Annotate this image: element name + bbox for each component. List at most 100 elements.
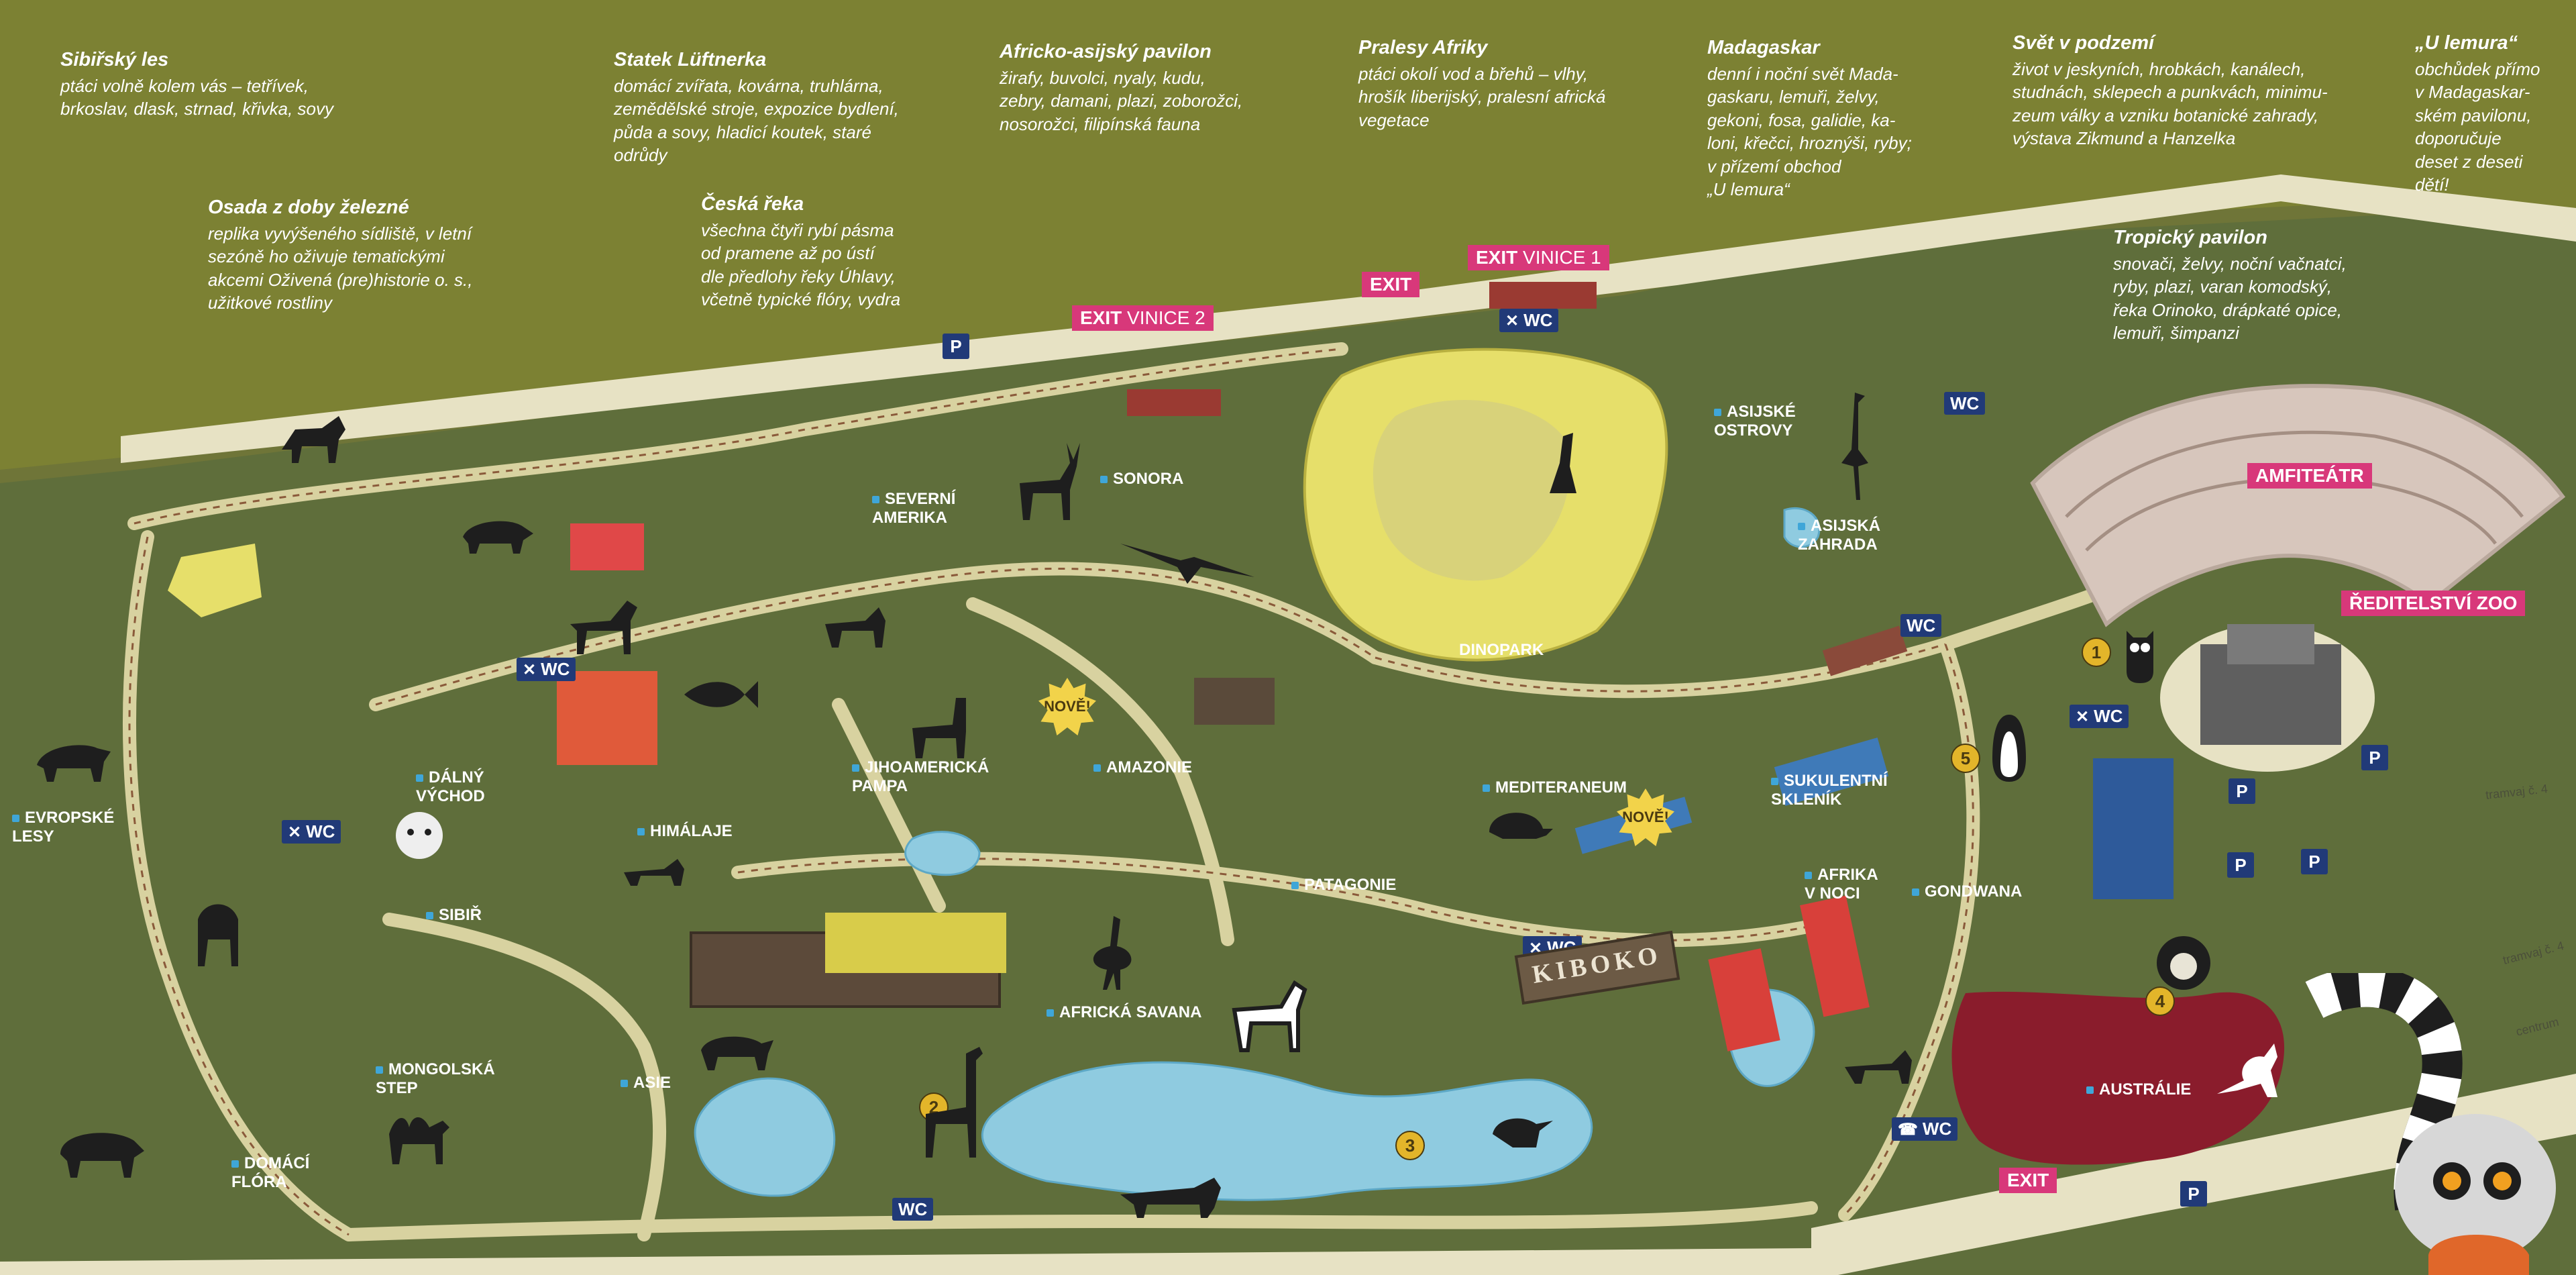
parking-sign[interactable]: P [2361,745,2388,770]
info-osada: Osada z doby železné replika vyvýšeného … [208,195,584,315]
wc-sign[interactable]: ☎WC [1892,1117,1958,1141]
area-severni-amerika[interactable]: SEVERNÍ AMERIKA [872,490,956,527]
wc-label: WC [2094,706,2123,726]
info-text: denní i noční svět Mada- gaskaru, lemuři… [1707,63,1912,200]
area-africka-savana[interactable]: AFRICKÁ SAVANA [1046,1003,1201,1022]
wc-sign[interactable]: WC [1944,392,1986,415]
info-title: „U lemura“ [2415,32,2518,54]
wc-sign[interactable]: ✕WC [2070,705,2129,728]
info-title: Osada z doby železné [208,197,409,218]
number-marker: 4 [2145,986,2175,1016]
lemur-mascot-icon [2305,973,2556,1275]
info-pralesy-afriky: Pralesy Afriky ptáci okolí vod a břehů –… [1358,35,1694,132]
wc-label: WC [541,659,570,679]
wc-sign[interactable]: ✕WC [282,820,341,844]
phone-icon: ☎ [1898,1121,1918,1139]
area-sonora[interactable]: SONORA [1100,470,1183,489]
bear-icon [37,745,111,782]
exit-label: EXIT [1370,274,1412,295]
info-africko-asijsky: Africko-asijský pavilon žirafy, buvolci,… [1000,39,1375,136]
parking-sign[interactable]: P [2301,849,2328,874]
crane-icon [1841,393,1868,500]
number-marker: 3 [1395,1131,1425,1160]
wc-label: WC [898,1199,928,1219]
info-text: žirafy, buvolci, nyaly, kudu, zebry, dam… [1000,67,1243,134]
area-patagonie[interactable]: PATAGONIE [1291,876,1396,895]
area-jihoamericka-pampa[interactable]: JIHOAMERICKÁ PAMPA [852,758,989,795]
info-title: Madagaskar [1707,37,1820,58]
giraffe-icon [926,1047,983,1158]
area-reditelstvi[interactable]: ŘEDITELSTVÍ ZOO [2341,591,2526,616]
tiger-icon [396,812,443,859]
australia-area [1951,991,2285,1165]
area-evropske-lesy[interactable]: EVROPSKÉ LESY [12,809,115,846]
exit-label: EXIT [1476,247,1518,268]
exit-sublabel: VINICE 1 [1523,247,1601,268]
info-svet-v-podzemi: Svět v podzemí život v jeskyních, hrobká… [2012,30,2402,150]
cheetah-icon [1120,1178,1221,1218]
info-sibirsky-les: Sibiřský les ptáci volně kolem vás – tet… [60,47,436,121]
info-text: život v jeskyních, hrobkách, kanálech, s… [2012,58,2328,149]
terrain [0,215,2576,1275]
exit-vinice-2[interactable]: EXIT VINICE 2 [1072,305,1214,331]
area-sukulentni-sklenik[interactable]: SUKULENTNÍ SKLENÍK [1771,772,1888,809]
area-mediteraneum[interactable]: MEDITERANEUM [1483,778,1627,797]
area-mongolska-step[interactable]: MONGOLSKÁ STEP [376,1060,495,1097]
top-road [121,174,2576,463]
bottom-edge-road [0,1248,1838,1275]
info-text: všechna čtyři rybí pásma od pramene až p… [701,219,901,310]
info-title: Pralesy Afriky [1358,37,1488,58]
area-australie[interactable]: AUSTRÁLIE [2086,1080,2191,1099]
exit-vinice-1[interactable]: EXIT VINICE 1 [1468,245,1609,270]
area-himalaje[interactable]: HIMÁLAJE [637,822,733,841]
area-asijske-ostrovy[interactable]: ASIJSKÉ OSTROVY [1714,403,1796,440]
wc-label: WC [1907,615,1936,635]
exit-bottom[interactable]: EXIT [1999,1168,2057,1193]
area-afrika-v-noci[interactable]: AFRIKA V NOCI [1805,866,1878,903]
restaurant-icon: ✕ [523,661,537,679]
wc-sign[interactable]: WC [892,1198,934,1221]
exit-top[interactable]: EXIT [1362,272,1420,297]
number-marker: 5 [1951,744,1980,773]
info-text: snovači, želvy, noční vačnatci, ryby, pl… [2113,253,2347,344]
info-band [0,0,2576,470]
rhino-icon [701,1036,773,1070]
wc-label: WC [1922,1119,1952,1139]
restaurant-icon: ✕ [288,823,302,842]
info-tropicky-pavilon: Tropický pavilon snovači, želvy, noční v… [2113,225,2408,345]
lynx-icon [825,607,885,648]
area-asie[interactable]: ASIE [621,1074,671,1092]
area-amfiteatr[interactable]: AMFITEÁTR [2247,463,2372,489]
restaurant-icon: ✕ [1505,312,1519,330]
info-ceska-reka: Česká řeka všechna čtyři rybí pásma od p… [701,191,1023,311]
wc-sign[interactable]: ✕WC [517,658,576,681]
wc-sign[interactable]: ✕WC [1499,309,1559,332]
reditelstvi-building [2160,624,2375,772]
dinosaur-icon [1550,433,1576,493]
info-text: replika vyvýšeného sídliště, v letní sez… [208,223,473,313]
area-dinopark[interactable]: DINOPARK [1459,641,1544,659]
exit-label: EXIT [2007,1170,2049,1190]
info-title: Africko-asijský pavilon [1000,41,1212,62]
wc-label: WC [1950,393,1980,413]
area-dalny-vychod[interactable]: DÁLNÝ VÝCHOD [416,768,485,805]
ostrich-icon [1093,916,1132,990]
parking-sign[interactable]: P [2229,778,2255,804]
parking-sign[interactable]: P [2227,852,2254,878]
area-gondwana[interactable]: GONDWANA [1912,882,2022,901]
parking-sign[interactable]: P [2180,1181,2207,1207]
area-domaci-flora[interactable]: DOMÁCÍ FLÓRA [231,1154,310,1191]
area-asijska-zahrada[interactable]: ASIJSKÁ ZAHRADA [1798,517,1881,554]
wc-sign[interactable]: WC [1900,614,1942,637]
chimpanzee-icon [2157,936,2210,990]
area-sibir[interactable]: SIBIŘ [426,906,482,925]
parking-sign[interactable]: P [943,334,969,359]
buildings [557,282,2174,1052]
penguin-icon [1992,715,2026,782]
info-text: ptáci volně kolem vás – tetřívek, brkosl… [60,75,333,119]
area-amazonie[interactable]: AMAZONIE [1093,758,1192,777]
kangaroo-icon [2217,1043,2277,1097]
wolf-icon [282,416,345,463]
info-title: Svět v podzemí [2012,32,2155,54]
info-title: Česká řeka [701,193,804,215]
